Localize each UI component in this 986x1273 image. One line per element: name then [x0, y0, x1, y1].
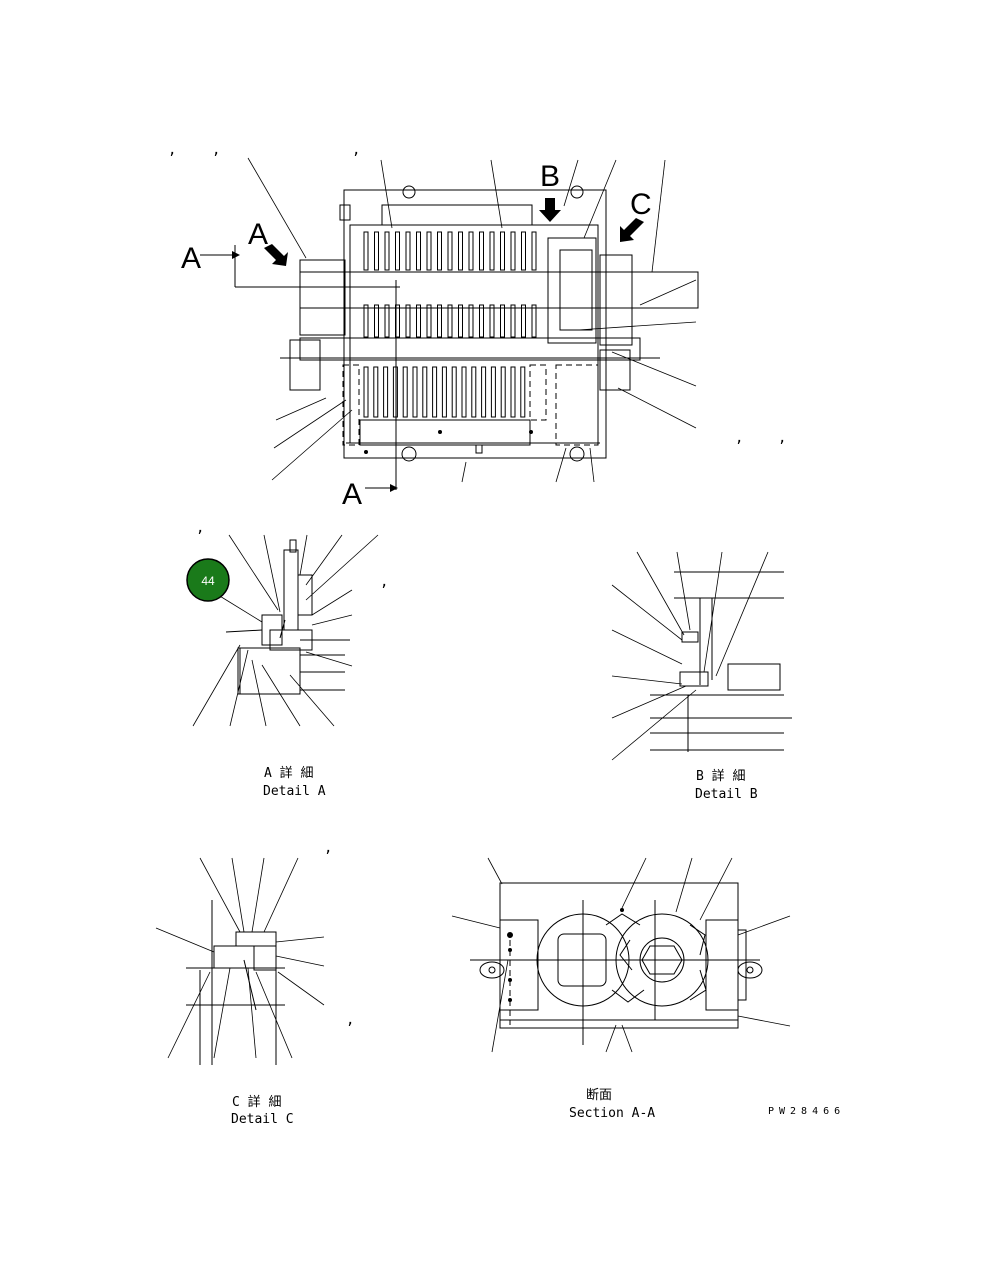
comma-mark: ,	[735, 430, 743, 446]
cutter-disc	[422, 366, 428, 418]
cutter-disc	[489, 231, 495, 271]
main-assembly-view: A A B C A , , , , ,	[168, 142, 786, 511]
detail-c-title-en: Detail C	[231, 1112, 294, 1127]
cutter-disc	[500, 366, 506, 418]
detail-b-title-jp: B 詳 細	[696, 768, 745, 784]
cutter-disc	[510, 231, 516, 271]
cutter-disc	[412, 366, 418, 418]
middle-disc-stack	[363, 304, 537, 338]
cutter-disc	[426, 304, 432, 338]
cutter-disc	[451, 366, 457, 418]
cutter-disc	[363, 304, 369, 338]
cutter-disc	[363, 366, 369, 418]
cutter-disc	[392, 366, 398, 418]
comma-mark: ,	[352, 142, 360, 158]
cutter-disc	[384, 231, 390, 271]
cutter-disc	[510, 366, 516, 418]
cutter-disc	[500, 231, 505, 271]
detail-a-title-jp: A 詳 細	[264, 765, 313, 781]
detail-letter-c: C	[630, 188, 652, 221]
cutter-disc	[447, 231, 453, 271]
detail-c-title-jp: C 詳 細	[232, 1094, 281, 1110]
cutter-disc	[458, 231, 463, 271]
section-letter-a-left: A	[181, 242, 201, 275]
cutter-disc	[384, 304, 390, 338]
cutter-disc	[441, 366, 447, 418]
section-title-jp: 断面	[586, 1088, 612, 1103]
cutter-disc	[481, 366, 487, 418]
detail-c-view: , , C 詳 細 Detail C	[155, 840, 354, 1127]
detail-letter-a: A	[248, 218, 268, 251]
cutter-disc	[479, 304, 484, 338]
cutter-disc	[468, 231, 474, 271]
cutter-disc	[432, 366, 438, 418]
cutter-disc	[426, 231, 432, 271]
detail-a-title-en: Detail A	[263, 784, 326, 799]
cutter-disc	[437, 231, 442, 271]
cutter-disc	[416, 231, 421, 271]
cutter-disc	[510, 304, 516, 338]
cutter-disc	[521, 231, 526, 271]
cutter-disc	[490, 366, 496, 418]
comma-mark: ,	[380, 574, 388, 590]
detail-b-view: B 詳 細 Detail B	[611, 551, 792, 802]
cutter-disc	[479, 231, 484, 271]
section-letter-a-bottom: A	[342, 478, 362, 511]
section-a-a-view: 断面 Section A-A	[451, 857, 791, 1121]
cutter-disc	[383, 366, 389, 418]
section-title-en: Section A-A	[569, 1106, 655, 1121]
cutter-disc	[405, 231, 411, 271]
comma-mark: ,	[324, 840, 332, 856]
cutter-disc	[521, 304, 526, 338]
cutter-disc	[447, 304, 453, 338]
cutter-disc	[363, 231, 369, 271]
cutter-disc	[531, 304, 537, 338]
cutter-disc	[520, 366, 526, 418]
cutter-disc	[373, 366, 379, 418]
cutter-disc	[471, 366, 477, 418]
comma-mark: ,	[196, 520, 204, 536]
comma-mark: ,	[212, 142, 220, 158]
cutter-disc	[461, 366, 467, 418]
cutter-disc	[374, 304, 379, 338]
comma-mark: ,	[346, 1012, 354, 1028]
cutter-disc	[416, 304, 421, 338]
cutter-disc	[405, 304, 411, 338]
cutter-disc	[468, 304, 474, 338]
lower-disc-stack	[363, 366, 526, 418]
detail-letter-b: B	[540, 160, 560, 193]
upper-disc-stack	[363, 231, 537, 271]
callout-badge-44[interactable]: 44	[186, 558, 230, 602]
cutter-disc	[531, 231, 537, 271]
cutter-disc	[500, 304, 505, 338]
cutter-disc	[402, 366, 408, 418]
detail-a-view: , , A 詳 細 Detail A	[192, 520, 388, 799]
callout-number: 44	[201, 574, 215, 588]
cutter-disc	[374, 231, 379, 271]
cutter-disc	[458, 304, 463, 338]
detail-b-title-en: Detail B	[695, 787, 758, 802]
comma-mark: ,	[778, 430, 786, 446]
drawing-code: PW28466	[768, 1106, 845, 1117]
cutter-disc	[395, 231, 400, 271]
comma-mark: ,	[168, 142, 176, 158]
cutter-disc	[489, 304, 495, 338]
cutter-disc	[437, 304, 442, 338]
